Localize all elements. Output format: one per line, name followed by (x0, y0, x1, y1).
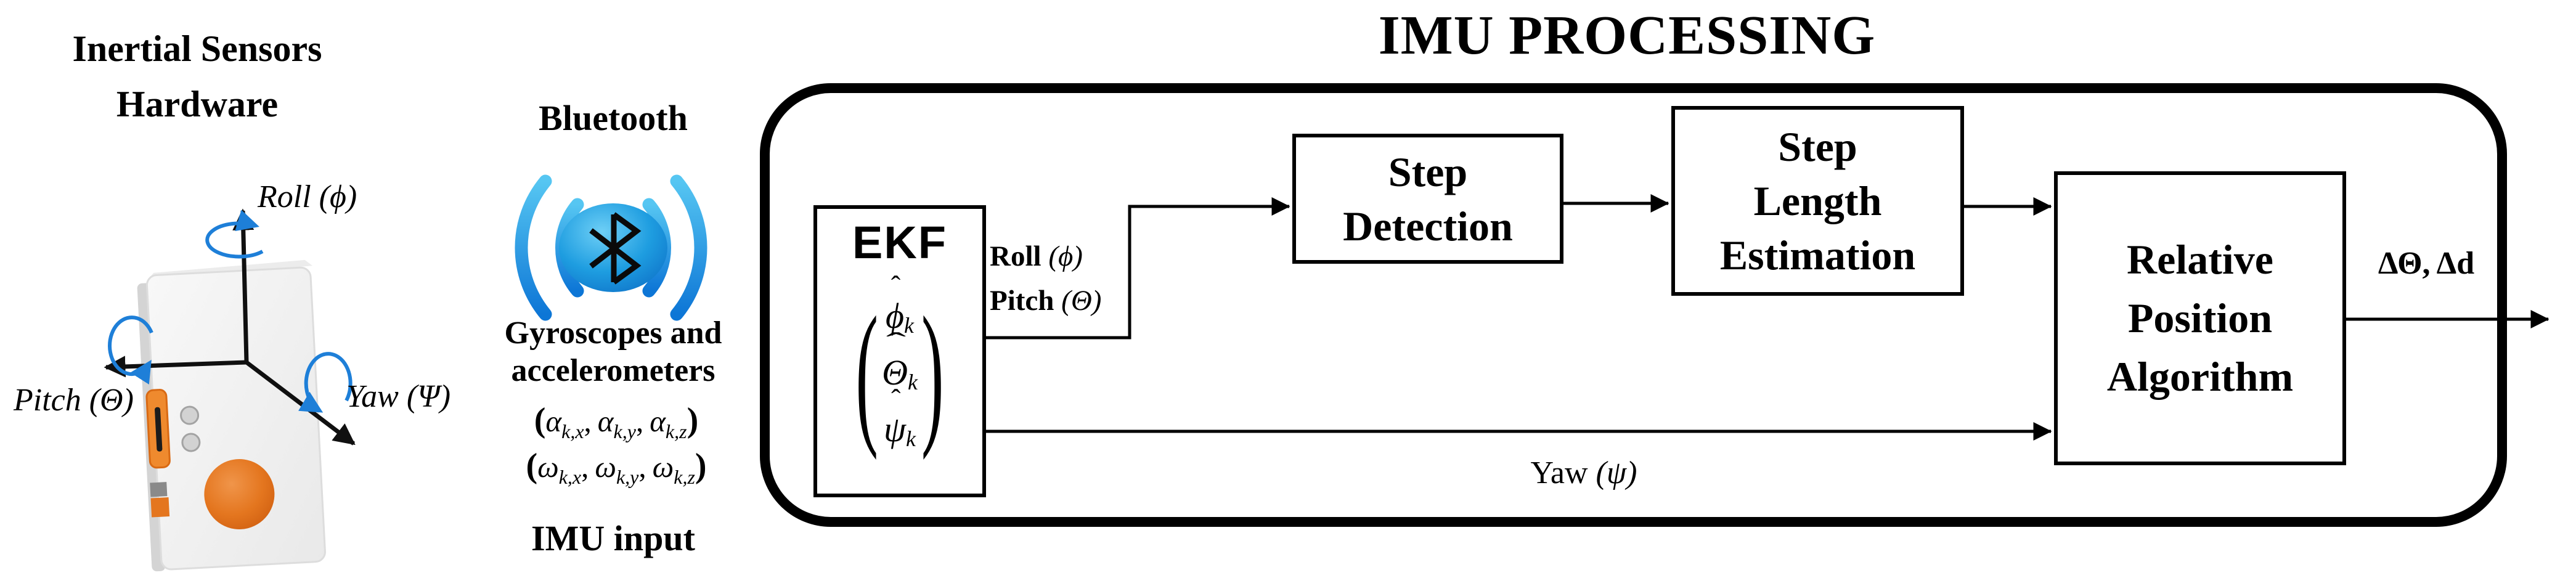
alpha-symbol: α (545, 404, 562, 438)
comma: , (584, 404, 592, 438)
block-label-line: Step (1778, 123, 1857, 170)
roll-word: Roll (990, 240, 1041, 272)
block-label-line: Detection (1343, 202, 1513, 250)
block-label-line: Relative (2127, 236, 2273, 283)
device-led-1 (180, 405, 200, 425)
omega-symbol: ω (595, 450, 616, 484)
roll-axis-arrow (232, 208, 255, 363)
block-label-line: Algorithm (2106, 353, 2294, 400)
subscript: k,y (613, 420, 636, 442)
alpha-symbol: α (650, 404, 666, 438)
subscript: k (904, 313, 914, 338)
subscript: k,x (561, 420, 584, 442)
device-button (204, 458, 275, 529)
pitch-rotation-icon (108, 315, 153, 385)
block-label-line: Length (1753, 177, 1882, 224)
vector-close-paren: ) (921, 283, 944, 461)
subscript: k,z (665, 420, 687, 442)
hat-accent: ˆ (891, 383, 901, 415)
roll-axis-label: Roll (ϕ) (258, 179, 357, 214)
subscript: k (907, 370, 918, 394)
sensor-description-line2: accelerometers (511, 353, 715, 388)
subscript: k (906, 426, 916, 451)
hardware-title-line1: Inertial Sensors (72, 28, 322, 69)
gyroscope-formula: (ωk,x,ωk,y,ωk,z) (468, 446, 764, 489)
formula-close-paren: ) (695, 447, 707, 485)
step-detection-block: Step Detection (1292, 134, 1563, 264)
block-label-line: Position (2127, 295, 2273, 341)
output-edge-label: ΔΘ, Δd (2378, 246, 2475, 281)
phi-symbol: ϕ (885, 295, 905, 336)
wave-right-outer (670, 174, 707, 321)
device-connector-slot (155, 407, 163, 452)
alpha-symbol: α (597, 404, 614, 438)
device-orange-stripe (150, 497, 170, 518)
pitch-edge-label: Pitch (Θ) (990, 279, 1101, 323)
pitch-word: Pitch (990, 285, 1054, 317)
imu-input-caption: IMU input (531, 518, 695, 558)
device-gray-stripe (150, 482, 168, 497)
device-led-2 (181, 433, 201, 452)
processing-title: IMU PROCESSING (1378, 5, 1876, 66)
comma: , (635, 404, 644, 438)
hardware-panel-title: Inertial Sensors Hardware (6, 21, 388, 132)
hat-accent: ˆ (891, 269, 901, 301)
yaw-symbol: (ψ) (1596, 455, 1637, 490)
vector-open-paren: ( (855, 283, 879, 461)
block-label-line: Estimation (1719, 232, 1916, 279)
omega-symbol: ω (652, 450, 674, 484)
accelerometer-formula: (αk,x,αk,y,αk,z) (468, 401, 764, 443)
sensor-description: Gyroscopes and accelerometers (468, 314, 758, 389)
pitch-axis-arrow (104, 356, 247, 378)
subscript: k,x (558, 465, 582, 488)
formula-open-paren: ( (534, 401, 546, 439)
comma: , (638, 450, 646, 484)
yaw-rotation-icon (298, 352, 353, 413)
roll-rotation-icon (205, 210, 264, 259)
imu-device-illustration (104, 208, 356, 572)
bluetooth-rune (589, 212, 642, 285)
pitch-axis-label: Pitch (Θ) (14, 383, 134, 418)
relative-position-algorithm-block: Relative Position Algorithm (2054, 171, 2346, 465)
roll-symbol: (ϕ) (1048, 240, 1083, 272)
subscript: k,y (616, 465, 639, 488)
sensor-description-line1: Gyroscopes and (504, 315, 722, 351)
psi-symbol: ψ (883, 409, 907, 449)
roll-pitch-edge-label: Roll (ϕ) Pitch (Θ) (990, 234, 1101, 323)
yaw-edge-label: Yaw (ψ) (1467, 455, 1701, 491)
formula-open-paren: ( (526, 447, 538, 485)
imu-processing-container (760, 83, 2507, 527)
yaw-axis-label: Yaw (Ψ) (346, 379, 451, 414)
theta-symbol: Θ (882, 352, 908, 393)
step-length-estimation-block: Step Length Estimation (1671, 106, 1964, 296)
bluetooth-icon (515, 174, 707, 321)
hardware-title-line2: Hardware (116, 84, 279, 124)
yaw-word: Yaw (1530, 455, 1588, 490)
sensor-device-body (137, 259, 326, 572)
hat-accent: ˆ (886, 326, 907, 358)
ekf-label: EKF (852, 217, 947, 268)
bluetooth-title: Bluetooth (539, 98, 688, 138)
omega-symbol: ω (537, 450, 559, 484)
subscript: k,z (674, 465, 695, 488)
block-label-line: Step (1388, 148, 1468, 195)
roll-edge-label: Roll (ϕ) (990, 234, 1101, 279)
formula-close-paren: ) (687, 401, 699, 439)
pitch-symbol: (Θ) (1061, 285, 1102, 317)
wave-left-outer (515, 174, 552, 321)
comma: , (581, 450, 589, 484)
